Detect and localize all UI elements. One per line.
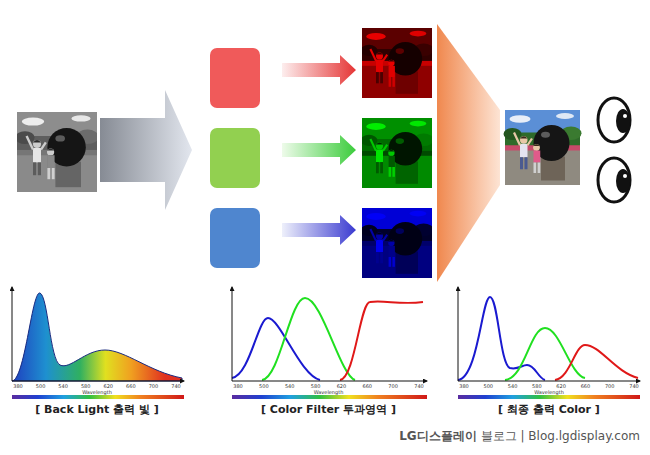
chart-caption: [ Color Filter 투과영역 ] [261, 403, 396, 416]
backlight-chart [12, 287, 184, 399]
green-filter [210, 128, 260, 188]
tick-label: 700 [605, 383, 615, 389]
footer-credit: LG디스플레이 [399, 429, 477, 443]
tick-label: 660 [126, 383, 136, 389]
output-chart [458, 287, 640, 399]
red-filter [210, 48, 260, 108]
chart-caption: [ 최종 출력 Color ] [498, 403, 600, 416]
tick-label: 700 [388, 383, 398, 389]
footer-credit: 블로그 | Blog.lgdisplay.com [481, 429, 640, 443]
tick-label: 380 [13, 383, 23, 389]
input-arrow [100, 90, 192, 210]
blue-filter [210, 208, 260, 268]
blue-arrow [282, 215, 356, 245]
tick-label: 580 [81, 383, 91, 389]
chart-caption: [ Back Light 출력 빛 ] [35, 403, 159, 416]
green-arrow [282, 135, 356, 165]
tick-label: 380 [459, 383, 469, 389]
tick-label: 540 [58, 383, 68, 389]
tick-label: 380 [233, 383, 243, 389]
tick-label: 620 [104, 383, 114, 389]
eyes [598, 98, 630, 202]
red-photo [361, 28, 434, 98]
axis-title: Wavelength [534, 389, 564, 395]
tick-label: 700 [149, 383, 159, 389]
blue-photo [361, 208, 434, 278]
tick-label: 620 [556, 383, 566, 389]
tick-label: 540 [285, 383, 295, 389]
tick-label: 540 [508, 383, 518, 389]
green-photo [361, 118, 434, 188]
tick-label: 500 [484, 383, 494, 389]
tick-label: 740 [414, 383, 424, 389]
tick-label: 740 [171, 383, 181, 389]
tick-label: 500 [36, 383, 46, 389]
tick-label: 740 [629, 383, 639, 389]
tick-label: 660 [363, 383, 373, 389]
grayscale-photo [15, 112, 98, 192]
filter-chart [232, 287, 427, 399]
axis-title: Wavelength [314, 389, 344, 395]
tick-label: 620 [337, 383, 347, 389]
color-photo [504, 110, 582, 185]
tick-label: 500 [259, 383, 269, 389]
axis-title: Wavelength [82, 389, 112, 395]
merge-fan [437, 24, 500, 282]
red-arrow [282, 55, 356, 85]
tick-label: 580 [532, 383, 542, 389]
tick-label: 580 [311, 383, 321, 389]
tick-label: 660 [581, 383, 591, 389]
